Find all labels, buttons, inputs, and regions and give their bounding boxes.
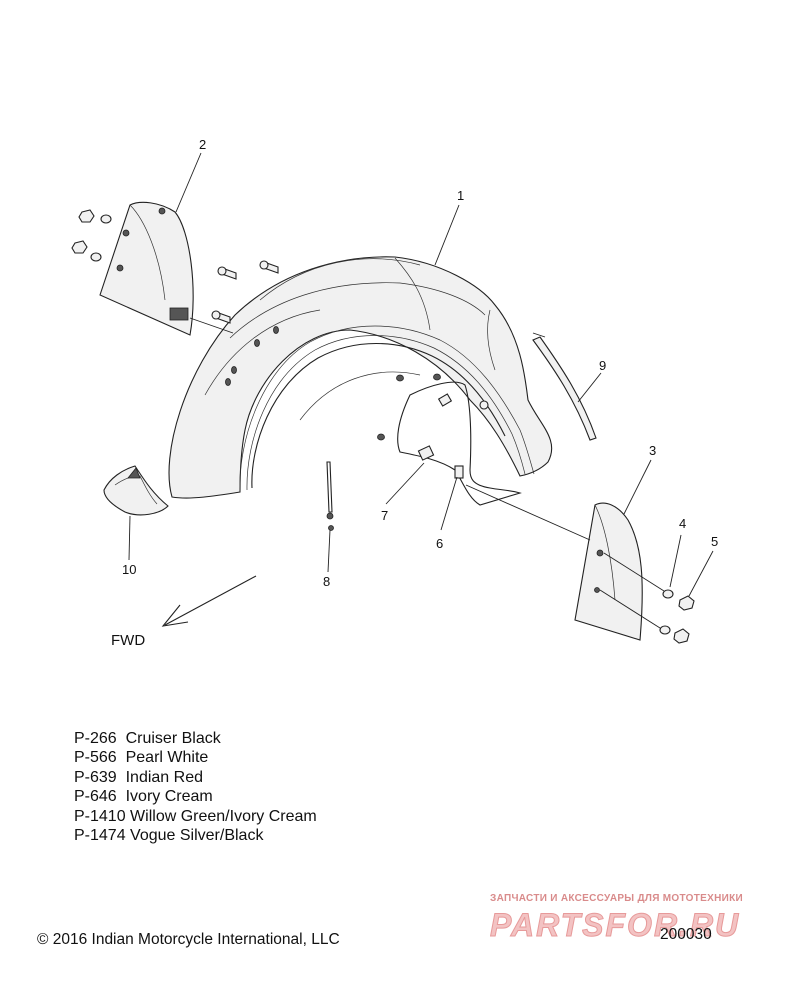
callout-8: 8 [323,574,330,589]
mounting-plate [377,373,522,506]
paint-name: Willow Green/Ivory Cream [130,807,317,825]
legend-row: P-266 Cruiser Black [74,729,317,748]
paint-name: Pearl White [125,749,209,767]
callout-6: 6 [436,536,443,551]
callout-10: 10 [122,562,136,577]
paint-code: P-1410 [74,807,126,825]
callout-4: 4 [679,516,686,531]
paint-code: P-1474 [74,827,126,845]
rear-fender [168,256,553,499]
drawing-number: 200030 [660,926,712,943]
washers-and-nuts [659,589,695,644]
fender-tip [103,465,169,516]
right-side-cover [465,484,665,641]
legend-row: P-646 Ivory Cream [74,787,317,806]
paint-name: Cruiser Black [125,730,221,747]
trim-strip [532,332,597,441]
legend-row: P-566 Pearl White [74,748,317,767]
paint-code: P-566 [74,749,117,767]
legend-row: P-1474 Vogue Silver/Black [74,826,317,845]
paint-code: P-266 [74,730,117,747]
paint-name: Indian Red [125,768,203,786]
legend-row: P-639 Indian Red [74,768,317,787]
leader-lines [128,152,714,597]
callout-numbers: 1 2 3 4 5 6 7 8 9 10 FWD [111,137,718,649]
paint-code: P-646 [74,788,117,806]
left-side-cover [71,201,234,336]
callout-2: 2 [199,137,206,152]
callout-5: 5 [711,534,718,549]
copyright: © 2016 Indian Motorcycle International, … [37,931,340,948]
paint-name: Ivory Cream [125,788,213,806]
paint-code: P-639 [74,768,117,786]
watermark-logo: PARTSFOR.RU [489,907,741,944]
callout-9: 9 [599,358,606,373]
bolts [211,260,279,324]
callout-7: 7 [381,508,388,523]
forward-arrow [161,575,257,627]
fwd-label: FWD [111,632,145,649]
watermark-tagline: ЗАПЧАСТИ И АКСЕССУАРЫ ДЛЯ МОТОТЕХНИКИ [490,893,743,904]
paint-code-legend: P-266 Cruiser Black P-566 Pearl White P-… [74,729,317,845]
callout-1: 1 [457,188,464,203]
wire-tie [326,461,334,531]
paint-name: Vogue Silver/Black [130,827,264,845]
callout-3: 3 [649,443,656,458]
legend-row: P-1410 Willow Green/Ivory Cream [74,807,317,826]
